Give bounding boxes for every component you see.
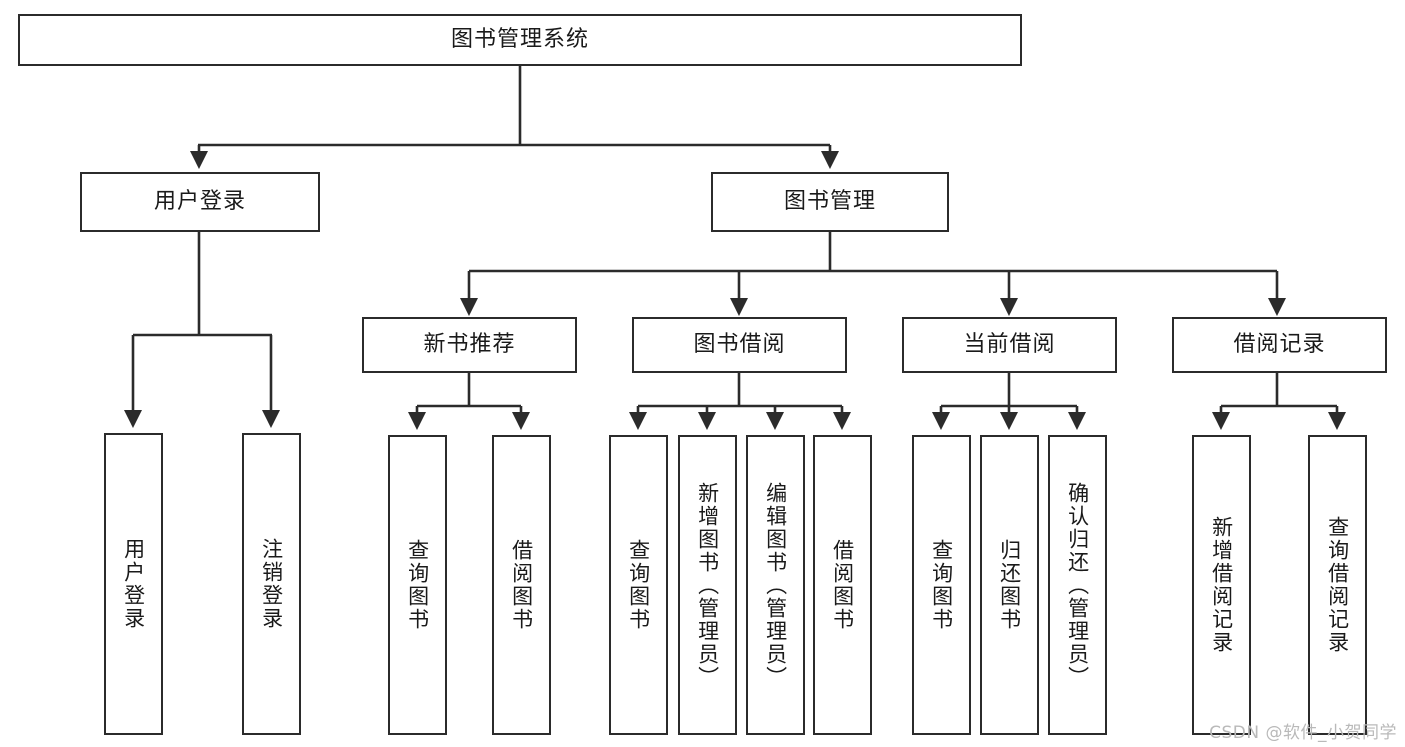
node-leaf-7-label: 编辑图书（管理员） xyxy=(763,481,788,689)
node-leaf-1[interactable]: 用户登录 xyxy=(104,433,163,735)
node-root-label: 图书管理系统 xyxy=(450,26,589,52)
node-current-borrow[interactable]: 当前借阅 xyxy=(902,317,1117,373)
node-leaf-10[interactable]: 归还图书 xyxy=(980,435,1039,735)
node-leaf-5[interactable]: 查询图书 xyxy=(609,435,668,735)
node-leaf-12-label: 新增借阅记录 xyxy=(1209,516,1234,654)
node-leaf-8-label: 借阅图书 xyxy=(830,539,855,631)
node-leaf-11-label: 确认归还（管理员） xyxy=(1065,481,1090,689)
node-leaf-2[interactable]: 注销登录 xyxy=(242,433,301,735)
node-borrow-record[interactable]: 借阅记录 xyxy=(1172,317,1387,373)
node-book-borrow-label: 图书借阅 xyxy=(693,331,786,357)
node-user-login[interactable]: 用户登录 xyxy=(80,172,320,232)
node-root[interactable]: 图书管理系统 xyxy=(18,14,1022,66)
node-new-book-rec[interactable]: 新书推荐 xyxy=(362,317,577,373)
node-book-borrow[interactable]: 图书借阅 xyxy=(632,317,847,373)
node-leaf-9[interactable]: 查询图书 xyxy=(912,435,971,735)
node-new-book-rec-label: 新书推荐 xyxy=(423,331,516,357)
node-leaf-3-label: 查询图书 xyxy=(405,539,430,631)
node-leaf-4-label: 借阅图书 xyxy=(509,539,534,631)
node-borrow-record-label: 借阅记录 xyxy=(1233,331,1326,357)
node-book-manage-label: 图书管理 xyxy=(783,188,876,214)
node-leaf-1-label: 用户登录 xyxy=(121,538,146,630)
node-leaf-7[interactable]: 编辑图书（管理员） xyxy=(746,435,805,735)
node-leaf-2-label: 注销登录 xyxy=(259,538,284,630)
node-leaf-3[interactable]: 查询图书 xyxy=(388,435,447,735)
node-book-manage[interactable]: 图书管理 xyxy=(711,172,949,232)
node-current-borrow-label: 当前借阅 xyxy=(963,331,1056,357)
node-leaf-11[interactable]: 确认归还（管理员） xyxy=(1048,435,1107,735)
node-leaf-13[interactable]: 查询借阅记录 xyxy=(1308,435,1367,735)
node-leaf-6[interactable]: 新增图书（管理员） xyxy=(678,435,737,735)
node-leaf-8[interactable]: 借阅图书 xyxy=(813,435,872,735)
node-leaf-13-label: 查询借阅记录 xyxy=(1325,516,1350,654)
node-leaf-5-label: 查询图书 xyxy=(626,539,651,631)
node-leaf-12[interactable]: 新增借阅记录 xyxy=(1192,435,1251,735)
node-leaf-4[interactable]: 借阅图书 xyxy=(492,435,551,735)
node-leaf-9-label: 查询图书 xyxy=(929,539,954,631)
node-leaf-10-label: 归还图书 xyxy=(997,539,1022,631)
node-user-login-label: 用户登录 xyxy=(153,188,246,214)
node-leaf-6-label: 新增图书（管理员） xyxy=(695,481,720,689)
